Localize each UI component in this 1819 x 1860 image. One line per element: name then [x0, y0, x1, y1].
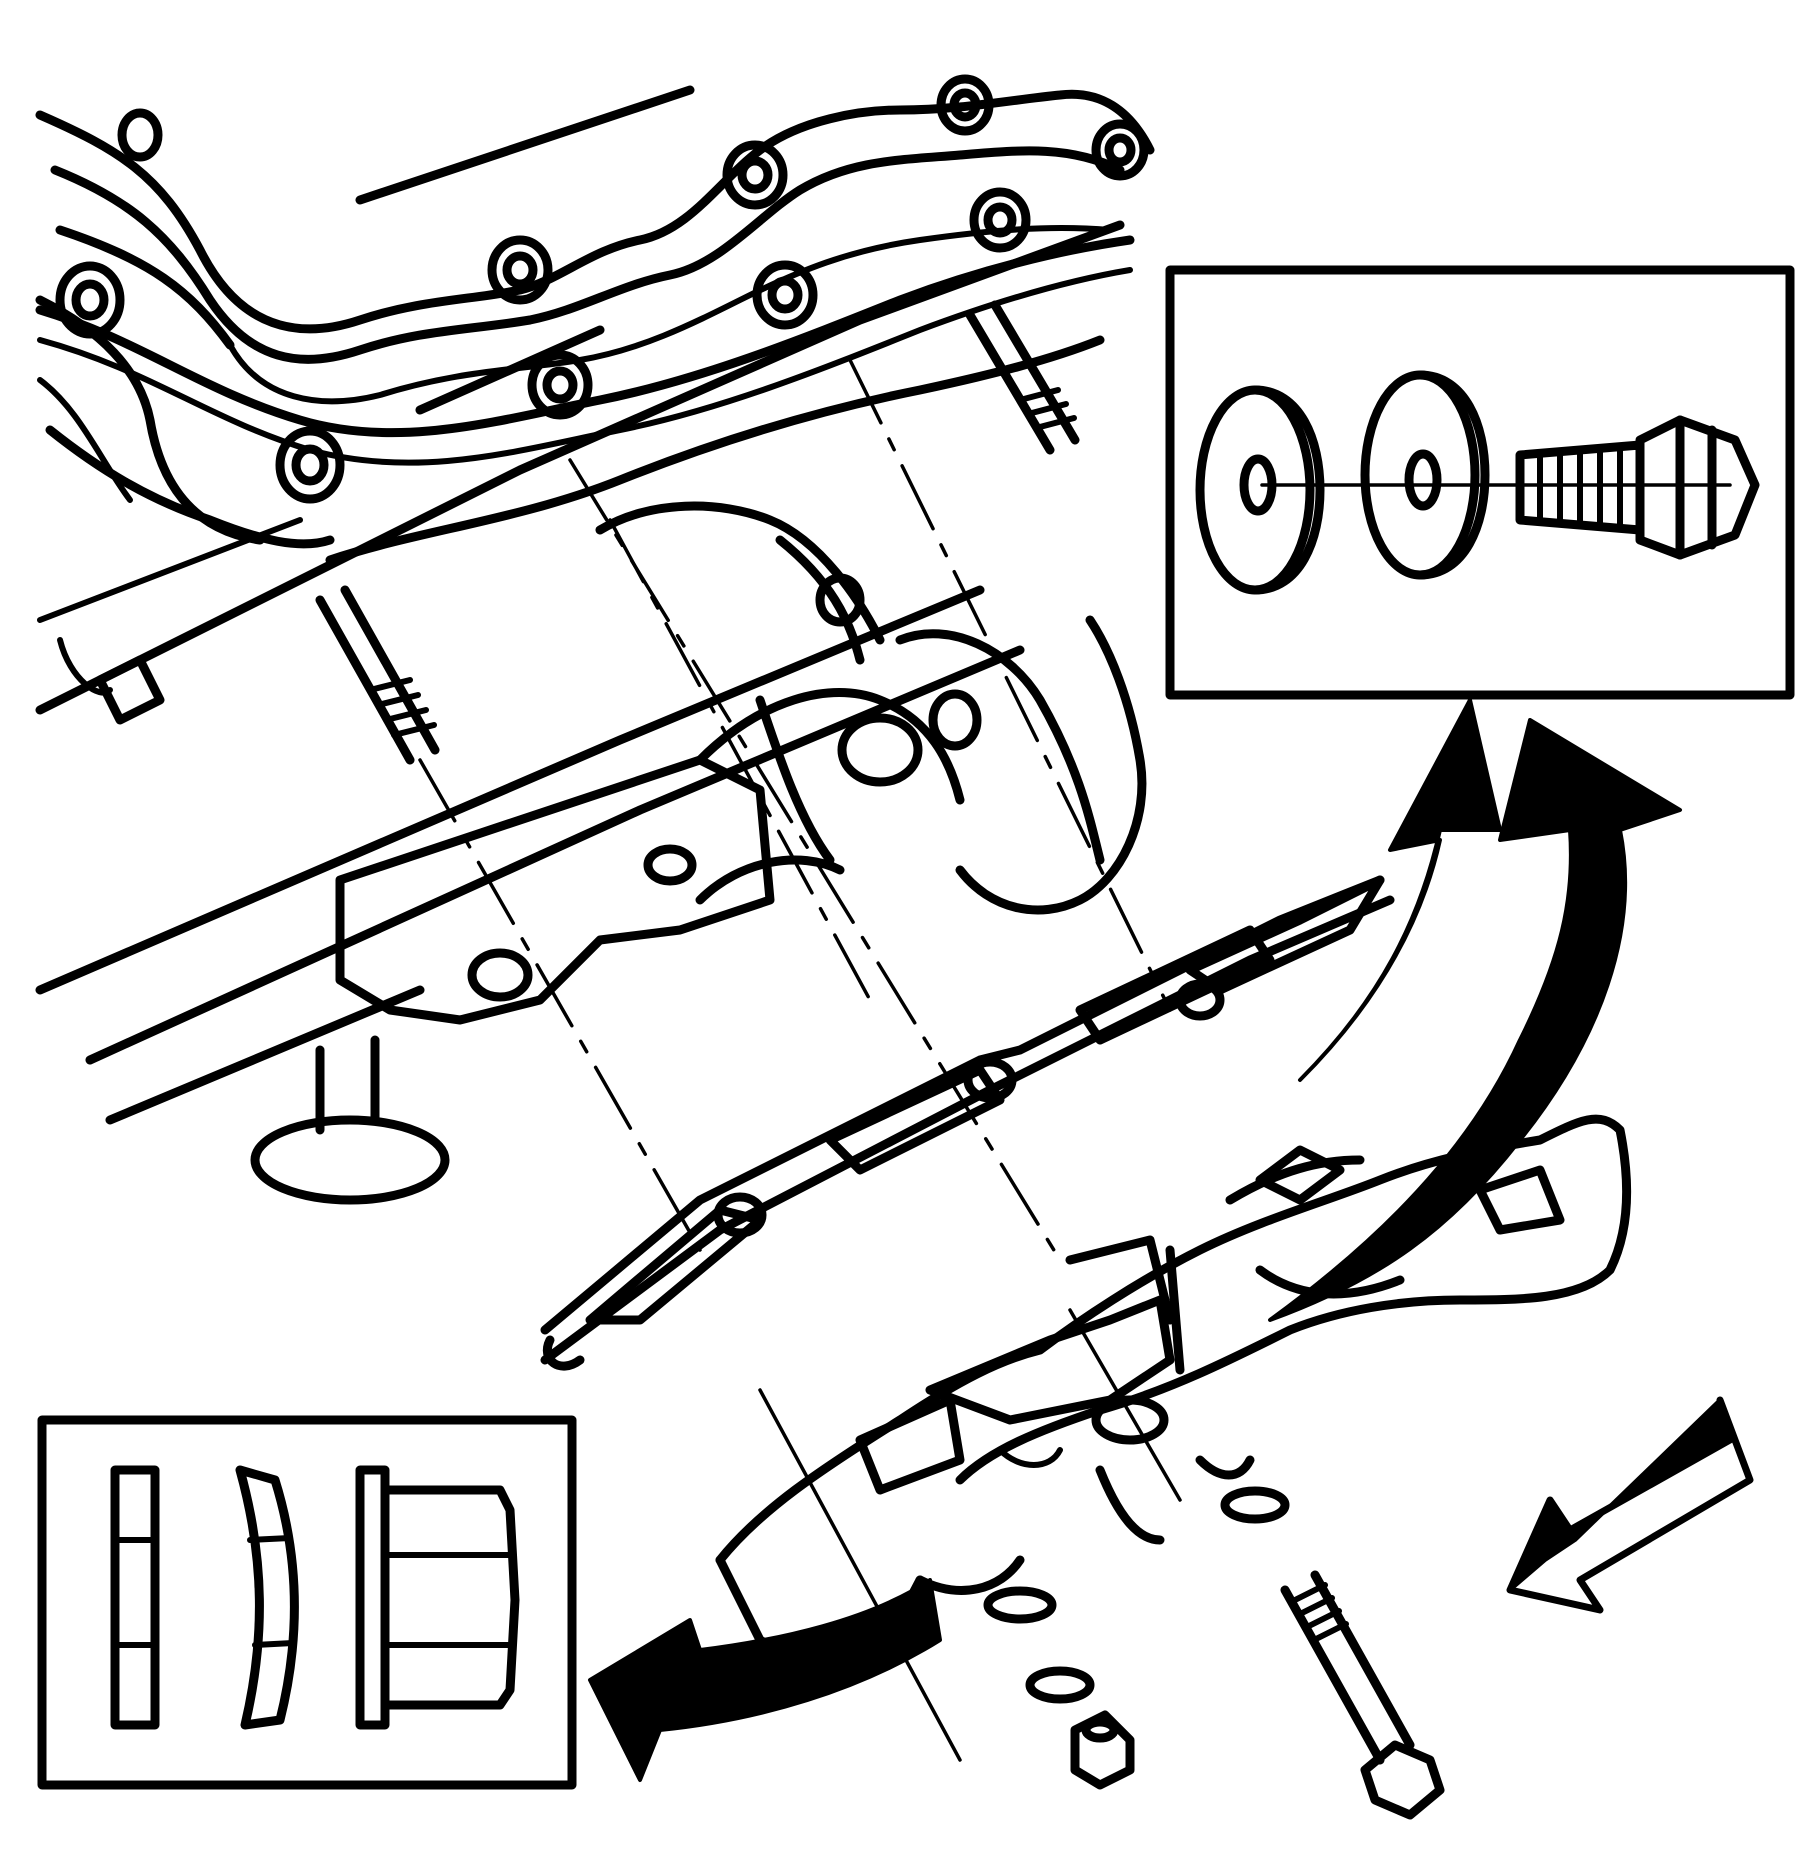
alignment-lines — [418, 358, 1182, 1762]
engine-block — [35, 74, 1155, 1205]
outline-arrow-shadow — [1508, 1398, 1732, 1592]
bolt-icon — [1515, 415, 1760, 560]
curved-arrow-up-head — [1268, 718, 1682, 1322]
exhaust-outlet-pipe — [595, 501, 1147, 915]
callout-washer-washer-bolt — [1165, 265, 1795, 700]
flat-washer-side-icon — [110, 1465, 160, 1730]
washer-icon — [1195, 385, 1325, 595]
conical-washer-side-icon — [235, 1465, 299, 1730]
head-bolt-row — [55, 74, 1149, 504]
lower-stud-bolt — [1280, 1570, 1445, 1820]
curved-arrow-left-icon — [588, 1578, 942, 1782]
callout-nut-washer-stack — [37, 1415, 577, 1790]
exhaust-manifold-gasket — [540, 875, 1395, 1371]
exhaust-manifold — [715, 1114, 1632, 1685]
lower-washers-and-nut — [983, 1486, 1290, 1790]
flange-nut-side-icon — [355, 1465, 520, 1730]
washer-icon — [1360, 370, 1490, 580]
curved-arrow-up-icon — [1298, 698, 1502, 1082]
